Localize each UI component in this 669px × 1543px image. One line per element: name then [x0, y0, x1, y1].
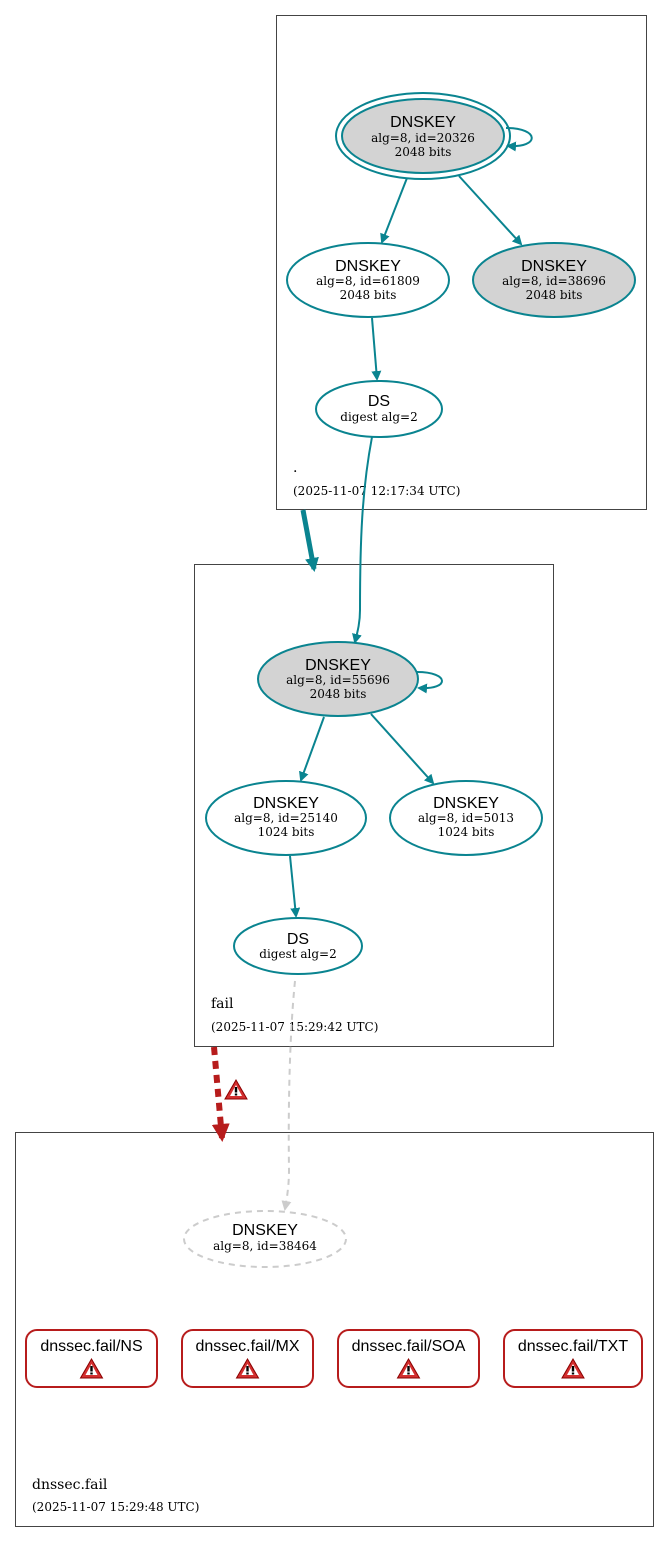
node-dnssec-key[interactable]: DNSKEY alg=8, id=38464: [183, 1210, 347, 1268]
node-fail-zsk2-line1: alg=8, id=5013: [418, 811, 514, 825]
node-fail-ds[interactable]: DS digest alg=2: [233, 917, 363, 975]
node-dnssec-key-title: DNSKEY: [232, 1222, 298, 1239]
delegation-warning-icon: [224, 1079, 248, 1100]
edge-root-ds-fail-ksk: [352, 436, 373, 644]
rrset-ns[interactable]: dnssec.fail/NS: [25, 1329, 158, 1388]
rrset-soa[interactable]: dnssec.fail/SOA: [337, 1329, 480, 1388]
edge-fail-ksk-zsk1: [299, 716, 325, 782]
edge-fail-zsk1-ds: [289, 855, 301, 918]
zone-dnssec-fail-label: dnssec.fail: [32, 1477, 108, 1493]
node-fail-zsk1-line1: alg=8, id=25140: [234, 811, 338, 825]
node-fail-zsk2-title: DNSKEY: [433, 795, 499, 812]
edge-fail-ksk-zsk2: [370, 713, 435, 785]
rrset-txt[interactable]: dnssec.fail/TXT: [503, 1329, 643, 1388]
edge-fail-ksk-self: [416, 671, 443, 694]
node-root-zsk2[interactable]: DNSKEY alg=8, id=38696 2048 bits: [472, 242, 636, 318]
edges: [211, 127, 533, 1211]
edge-delegation-fail-dnssec-bogus: [211, 1046, 230, 1142]
node-fail-zsk2[interactable]: DNSKEY alg=8, id=5013 1024 bits: [389, 780, 543, 856]
rrset-ns-label: dnssec.fail/NS: [40, 1338, 142, 1355]
node-root-zsk1-line1: alg=8, id=61809: [316, 274, 420, 288]
rrset-mx-label: dnssec.fail/MX: [195, 1338, 299, 1355]
node-root-zsk2-line2: 2048 bits: [526, 288, 583, 302]
node-fail-ds-title: DS: [287, 931, 309, 948]
zone-root-timestamp: (2025-11-07 12:17:34 UTC): [293, 484, 460, 498]
zone-dnssec-fail-timestamp: (2025-11-07 15:29:48 UTC): [32, 1500, 199, 1514]
node-root-zsk2-title: DNSKEY: [521, 258, 587, 275]
node-root-zsk1[interactable]: DNSKEY alg=8, id=61809 2048 bits: [286, 242, 450, 318]
node-root-ksk-title: DNSKEY: [390, 114, 456, 131]
edge-root-ksk-self: [505, 127, 533, 152]
zone-root-box: [276, 15, 647, 510]
node-fail-zsk1-line2: 1024 bits: [258, 825, 315, 839]
node-fail-zsk2-line2: 1024 bits: [438, 825, 495, 839]
node-root-ksk-line2: 2048 bits: [395, 145, 452, 159]
edge-delegation-root-fail: [300, 509, 319, 572]
rrset-soa-label: dnssec.fail/SOA: [352, 1338, 466, 1355]
node-root-ds-line1: digest alg=2: [340, 410, 417, 424]
node-dnssec-key-line1: alg=8, id=38464: [213, 1239, 317, 1253]
node-fail-ksk-title: DNSKEY: [305, 657, 371, 674]
rrset-mx[interactable]: dnssec.fail/MX: [181, 1329, 314, 1388]
zone-root-label: .: [293, 460, 297, 476]
edge-root-ksk-zsk1: [380, 177, 408, 244]
edge-root-ksk-zsk2: [458, 175, 523, 246]
rrset-txt-label: dnssec.fail/TXT: [518, 1338, 628, 1355]
node-root-ksk[interactable]: DNSKEY alg=8, id=20326 2048 bits: [335, 92, 511, 180]
node-root-zsk1-line2: 2048 bits: [340, 288, 397, 302]
node-root-zsk2-line1: alg=8, id=38696: [502, 274, 606, 288]
node-fail-ksk-line1: alg=8, id=55696: [286, 673, 390, 687]
node-root-ds[interactable]: DS digest alg=2: [315, 380, 443, 438]
zone-fail-label: fail: [211, 996, 234, 1012]
zone-root: . (2025-11-07 12:17:34 UTC): [276, 15, 647, 510]
edge-fail-ds-dnssec-key: [281, 980, 296, 1211]
node-root-ds-title: DS: [368, 393, 390, 410]
zone-fail-timestamp: (2025-11-07 15:29:42 UTC): [211, 1020, 378, 1034]
node-fail-ksk-line2: 2048 bits: [310, 687, 367, 701]
node-fail-ksk[interactable]: DNSKEY alg=8, id=55696 2048 bits: [257, 641, 419, 717]
zone-dnssec-fail-box: [15, 1132, 654, 1527]
node-fail-zsk1-title: DNSKEY: [253, 795, 319, 812]
node-root-ksk-line1: alg=8, id=20326: [371, 131, 475, 145]
zone-fail: fail (2025-11-07 15:29:42 UTC): [194, 564, 554, 1047]
zone-fail-box: [194, 564, 554, 1047]
zone-dnssec-fail: dnssec.fail (2025-11-07 15:29:48 UTC): [15, 1132, 654, 1527]
node-root-zsk1-title: DNSKEY: [335, 258, 401, 275]
node-fail-zsk1[interactable]: DNSKEY alg=8, id=25140 1024 bits: [205, 780, 367, 856]
node-fail-ds-line1: digest alg=2: [259, 947, 336, 961]
edge-root-zsk1-ds: [371, 317, 382, 381]
